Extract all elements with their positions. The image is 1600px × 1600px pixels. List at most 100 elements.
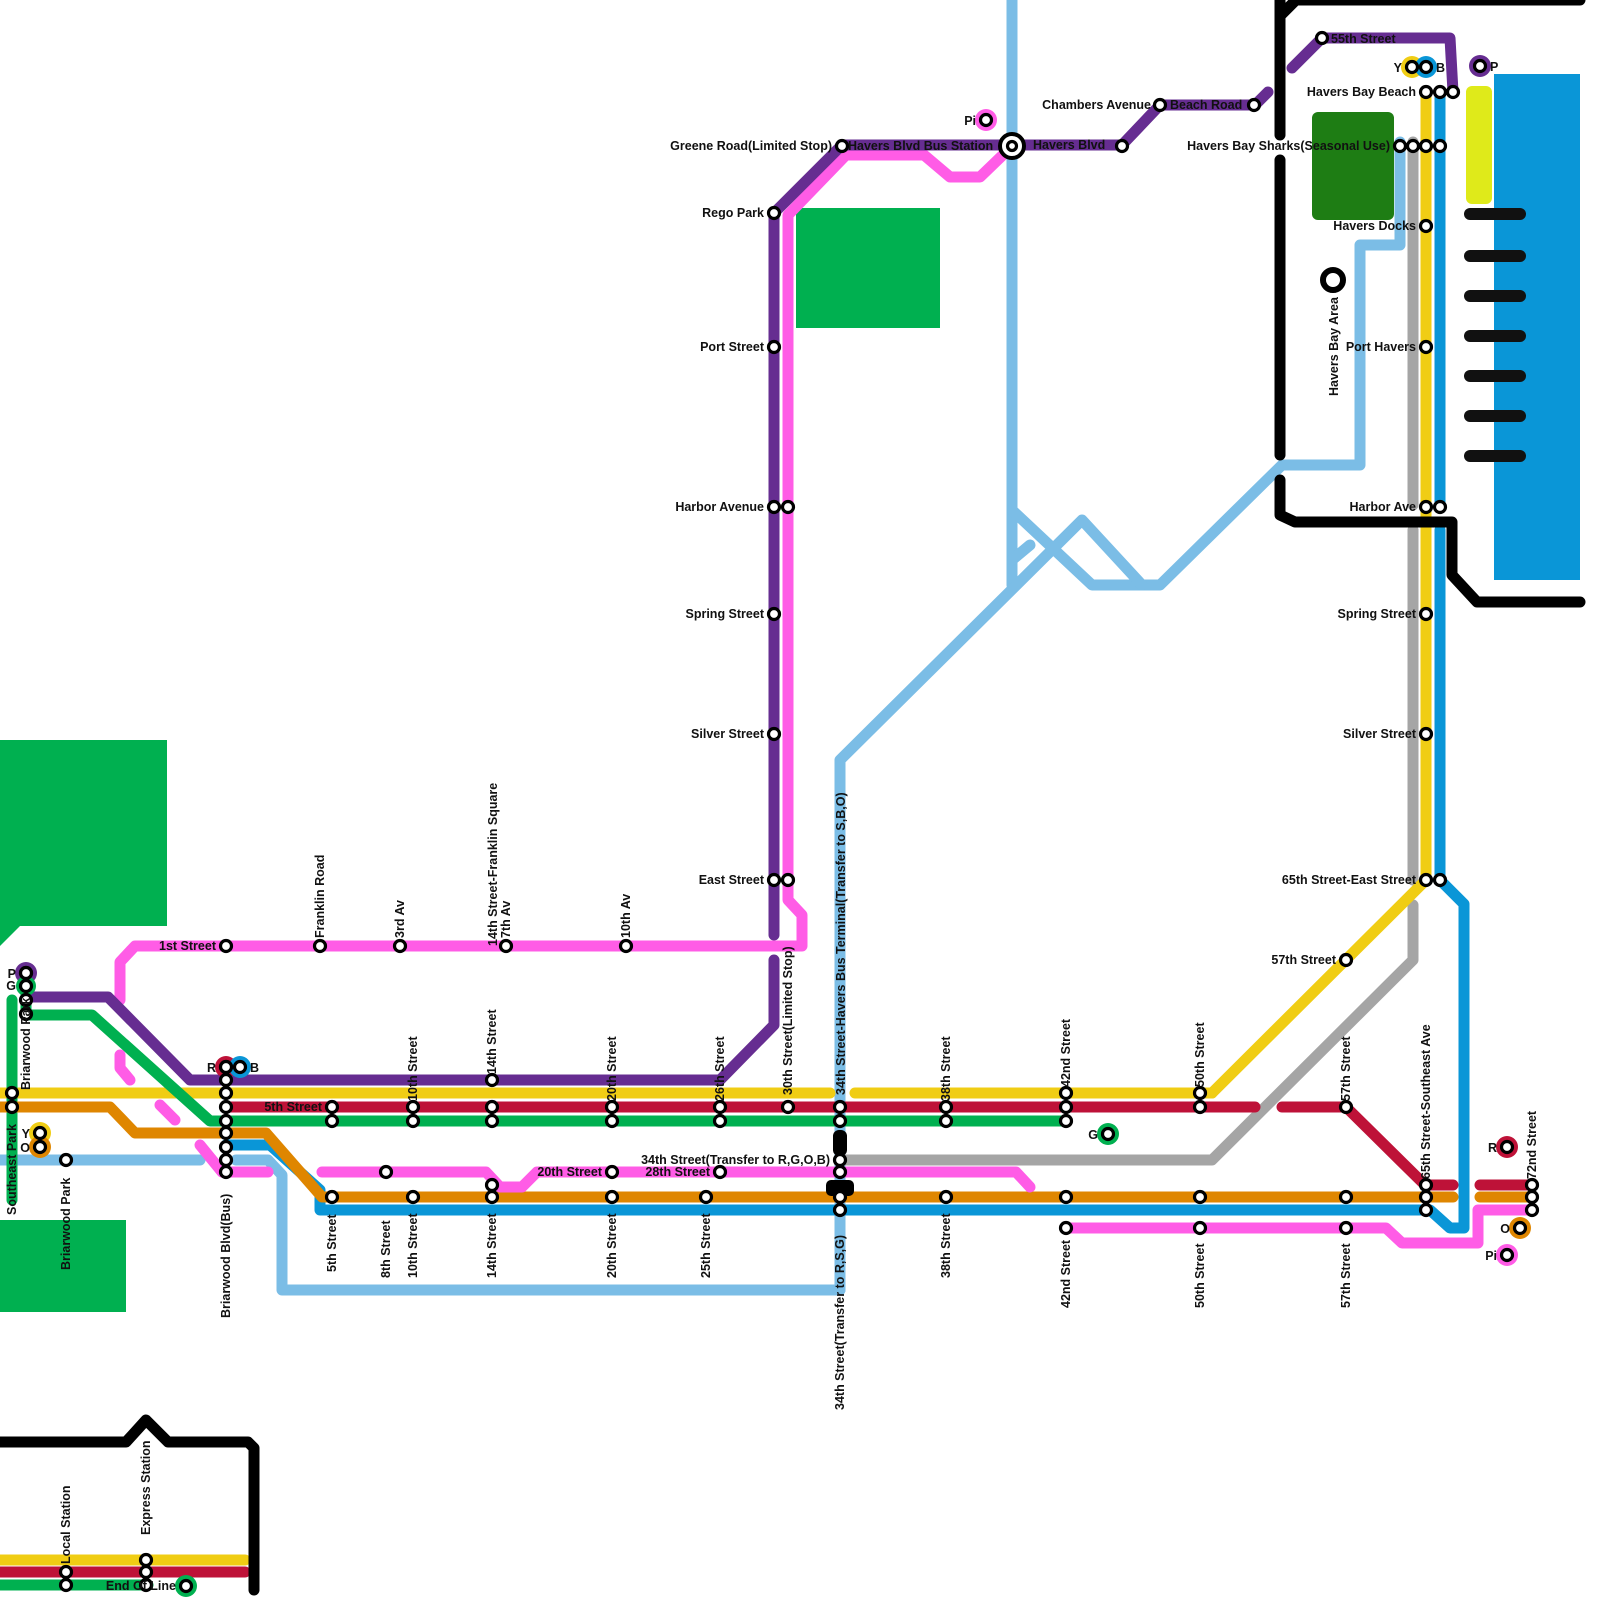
station-marker[interactable] [712,1099,728,1115]
station-marker[interactable] [1338,1099,1354,1115]
station-marker[interactable] [1058,1099,1074,1115]
station-marker[interactable] [780,499,796,515]
station-marker[interactable] [218,1139,234,1155]
station-marker[interactable] [18,965,34,981]
station-marker[interactable] [1524,1189,1540,1205]
station-marker[interactable] [18,1006,34,1022]
station-marker[interactable] [378,1164,394,1180]
station-marker[interactable] [1152,97,1168,113]
station-marker[interactable] [1418,84,1434,100]
station-marker[interactable] [324,1099,340,1115]
station-marker[interactable] [1418,606,1434,622]
station-marker[interactable] [484,1189,500,1205]
station-marker[interactable] [1418,1177,1434,1193]
station-marker[interactable] [405,1099,421,1115]
station-marker[interactable] [1392,138,1408,154]
station-marker[interactable] [218,1152,234,1168]
station-marker[interactable] [1432,138,1448,154]
station-marker[interactable] [1192,1099,1208,1115]
station-marker[interactable] [218,1113,234,1129]
station-marker[interactable] [218,1099,234,1115]
station-marker[interactable] [1418,339,1434,355]
station-marker[interactable] [1192,1189,1208,1205]
station-marker[interactable] [1418,499,1434,515]
station-marker[interactable] [978,112,994,128]
station-marker[interactable] [1404,59,1420,75]
station-marker[interactable] [1100,1126,1116,1142]
station-marker[interactable] [712,1164,728,1180]
station-marker[interactable] [1192,1220,1208,1236]
station-marker[interactable] [178,1578,194,1594]
station-marker[interactable] [1338,952,1354,968]
station-marker[interactable] [324,1113,340,1129]
station-marker[interactable] [312,938,328,954]
station-marker[interactable] [766,339,782,355]
station-marker[interactable] [405,1189,421,1205]
station-marker[interactable] [1314,30,1330,46]
station-marker[interactable] [1499,1247,1515,1263]
station-marker[interactable] [1524,1177,1540,1193]
station-marker[interactable] [766,499,782,515]
station-marker[interactable] [232,1059,248,1075]
station-marker[interactable] [324,1189,340,1205]
station-marker[interactable] [1432,499,1448,515]
station-marker[interactable] [1338,1189,1354,1205]
station-marker[interactable] [138,1564,154,1580]
station-marker[interactable] [1005,139,1019,153]
station-marker[interactable] [1058,1220,1074,1236]
station-marker[interactable] [1405,138,1421,154]
station-marker[interactable] [766,872,782,888]
station-marker[interactable] [18,978,34,994]
station-marker[interactable] [218,938,234,954]
station-marker[interactable] [938,1099,954,1115]
station-marker[interactable] [218,1072,234,1088]
station-marker[interactable] [604,1189,620,1205]
station-marker[interactable] [1418,1189,1434,1205]
station-marker[interactable] [1524,1202,1540,1218]
station-marker[interactable] [58,1152,74,1168]
station-marker[interactable] [1418,138,1434,154]
station-marker[interactable] [1418,218,1434,234]
station-marker[interactable] [1432,872,1448,888]
station-marker[interactable] [18,992,34,1008]
station-marker[interactable] [218,1059,234,1075]
station-marker[interactable] [1445,84,1461,100]
station-marker[interactable] [1058,1189,1074,1205]
station-marker[interactable] [1058,1085,1074,1101]
station-marker[interactable] [484,1177,500,1193]
station-marker[interactable] [766,726,782,742]
station-marker[interactable] [1432,84,1448,100]
area-station[interactable] [1320,267,1346,293]
station-marker[interactable] [405,1113,421,1129]
station-marker[interactable] [604,1164,620,1180]
station-marker[interactable] [1192,1085,1208,1101]
station-marker[interactable] [780,1099,796,1115]
station-marker[interactable] [832,1164,848,1180]
station-marker[interactable] [1512,1220,1528,1236]
station-marker[interactable] [832,1152,848,1168]
station-marker[interactable] [766,606,782,622]
station-marker[interactable] [1418,726,1434,742]
station-marker[interactable] [32,1139,48,1155]
station-marker[interactable] [218,1125,234,1141]
station-marker[interactable] [4,1085,20,1101]
station-marker[interactable] [1499,1139,1515,1155]
station-marker[interactable] [1338,1220,1354,1236]
station-marker[interactable] [32,1125,48,1141]
station-marker[interactable] [484,1113,500,1129]
station-marker[interactable] [766,205,782,221]
station-marker[interactable] [58,1564,74,1580]
station-marker[interactable] [218,1164,234,1180]
station-marker[interactable] [484,1072,500,1088]
station-marker[interactable] [1418,1202,1434,1218]
station-marker[interactable] [712,1113,728,1129]
station-marker[interactable] [218,1085,234,1101]
station-marker[interactable] [604,1113,620,1129]
station-marker[interactable] [1114,138,1130,154]
station-marker[interactable] [138,1577,154,1593]
station-marker[interactable] [138,1552,154,1568]
station-marker[interactable] [834,138,850,154]
station-marker[interactable] [938,1189,954,1205]
station-marker[interactable] [938,1113,954,1129]
station-marker[interactable] [618,938,634,954]
